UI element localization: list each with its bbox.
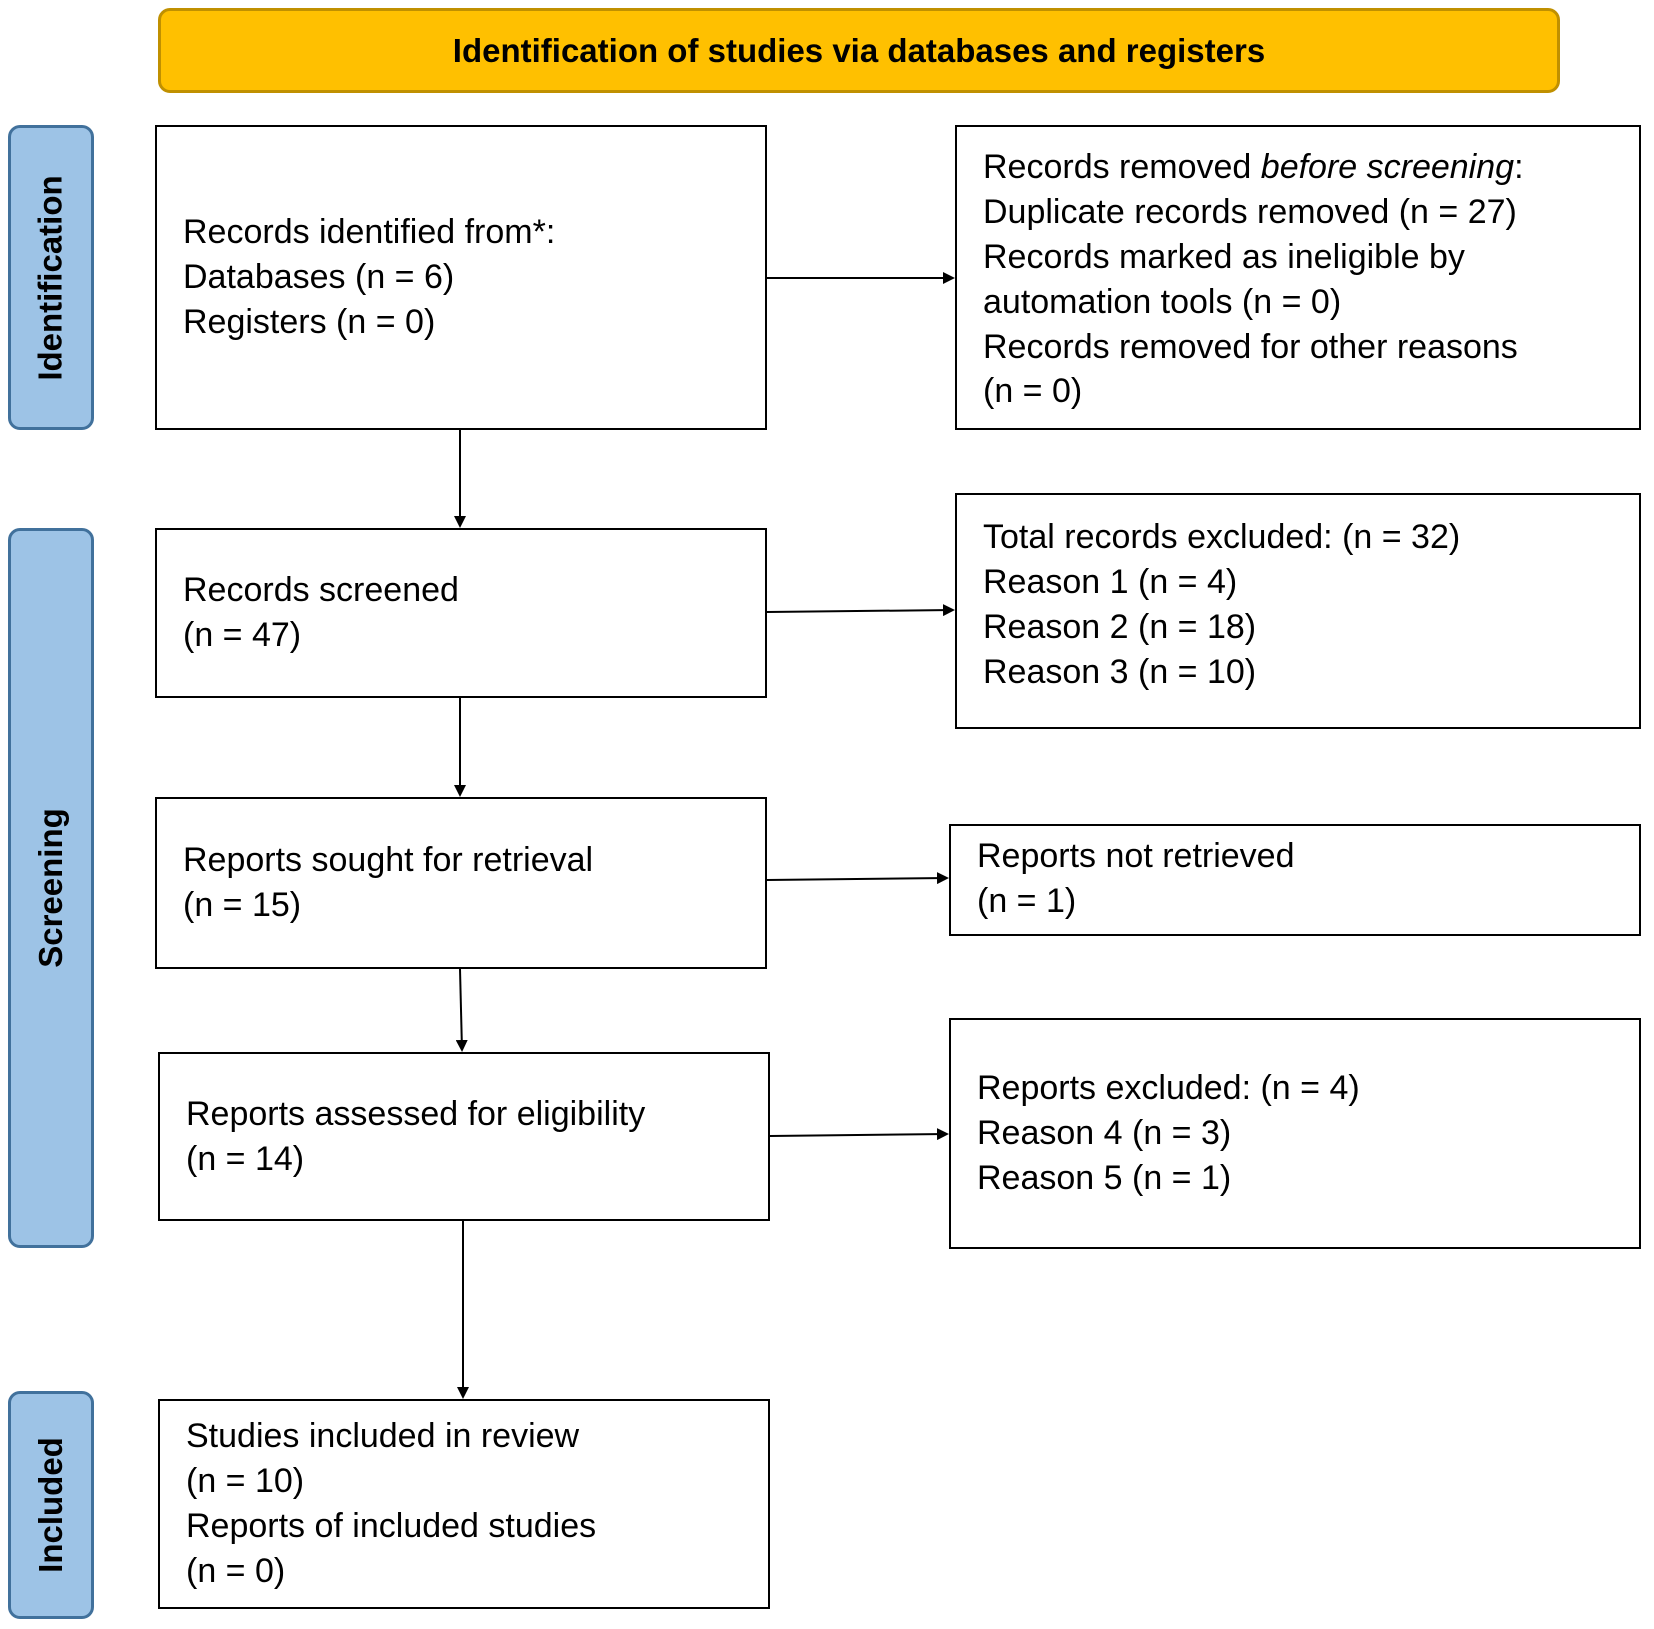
arrow-sought-to-not-retrieved xyxy=(766,872,949,885)
records-excluded-reason-1: Reason 1 (n = 4) xyxy=(983,562,1238,601)
reports-excluded-reason-4: Reason 4 (n = 3) xyxy=(977,1113,1232,1152)
reports-assessed-box: Reports assessed for eligibility (n = 14… xyxy=(158,1052,770,1221)
reports-sought-box: Reports sought for retrieval (n = 15) xyxy=(155,797,767,969)
records-removed-other: Records removed for other reasons xyxy=(983,327,1518,366)
records-removed-suffix: : xyxy=(1514,148,1524,186)
records-removed-automation: automation tools (n = 0) xyxy=(983,282,1342,321)
reports-assessed-count: (n = 14) xyxy=(186,1139,305,1178)
reports-sought-label: Reports sought for retrieval xyxy=(183,841,594,880)
reports-assessed-label: Reports assessed for eligibility xyxy=(186,1094,646,1133)
arrow-assessed-to-excluded xyxy=(769,1128,949,1141)
records-screened-box: Records screened (n = 47) xyxy=(155,528,767,698)
records-removed-italic: before screening xyxy=(1260,148,1515,186)
phase-identification-label: Identification xyxy=(32,174,69,381)
reports-not-retrieved-label: Reports not retrieved xyxy=(977,837,1295,875)
records-removed-ineligible: Records marked as ineligible by xyxy=(983,237,1465,276)
records-screened-label: Records screened xyxy=(183,571,459,610)
header-banner: Identification of studies via databases … xyxy=(158,8,1560,93)
records-removed-duplicates: Duplicate records removed (n = 27) xyxy=(983,192,1517,231)
reports-excluded-box: Reports excluded: (n = 4) Reason 4 (n = … xyxy=(949,1018,1641,1249)
records-identified-box: Records identified from*: Databases (n =… xyxy=(155,125,767,430)
records-excluded-total: Total records excluded: (n = 32) xyxy=(983,518,1461,556)
records-removed-prefix: Records removed xyxy=(983,148,1261,186)
reports-excluded-total: Reports excluded: (n = 4) xyxy=(977,1069,1360,1107)
studies-included-count: (n = 10) xyxy=(186,1462,305,1501)
records-removed-other-count: (n = 0) xyxy=(983,372,1083,411)
studies-included-label: Studies included in review xyxy=(186,1417,580,1456)
records-identified-databases: Databases (n = 6) xyxy=(183,258,455,297)
phase-screening: Screening xyxy=(8,528,94,1248)
reports-excluded-reason-5: Reason 5 (n = 1) xyxy=(977,1158,1232,1197)
arrow-screened-to-excluded xyxy=(766,604,955,617)
records-removed-heading: Records removed before screening: xyxy=(983,145,1613,190)
reports-not-retrieved-box: Reports not retrieved (n = 1) xyxy=(949,824,1641,936)
reports-included-label: Reports of included studies xyxy=(186,1507,597,1545)
records-removed-box: Records removed before screening: Duplic… xyxy=(955,125,1641,430)
records-identified-line: Records identified from*: xyxy=(183,213,556,252)
reports-sought-count: (n = 15) xyxy=(183,886,302,924)
records-excluded-reason-3: Reason 3 (n = 10) xyxy=(983,652,1257,691)
records-excluded-box: Total records excluded: (n = 32) Reason … xyxy=(955,493,1641,729)
records-screened-count: (n = 47) xyxy=(183,616,302,654)
reports-not-retrieved-count: (n = 1) xyxy=(977,881,1077,920)
phase-included: Included xyxy=(8,1391,94,1619)
phase-identification: Identification xyxy=(8,125,94,430)
records-excluded-reason-2: Reason 2 (n = 18) xyxy=(983,607,1257,646)
phase-screening-label: Screening xyxy=(32,808,69,968)
phase-included-label: Included xyxy=(32,1437,69,1573)
arrow-sought-to-assessed xyxy=(455,968,468,1052)
header-title: Identification of studies via databases … xyxy=(452,31,1266,69)
reports-included-count: (n = 0) xyxy=(186,1551,286,1590)
records-identified-registers: Registers (n = 0) xyxy=(183,302,436,341)
studies-included-box: Studies included in review (n = 10) Repo… xyxy=(158,1399,770,1609)
